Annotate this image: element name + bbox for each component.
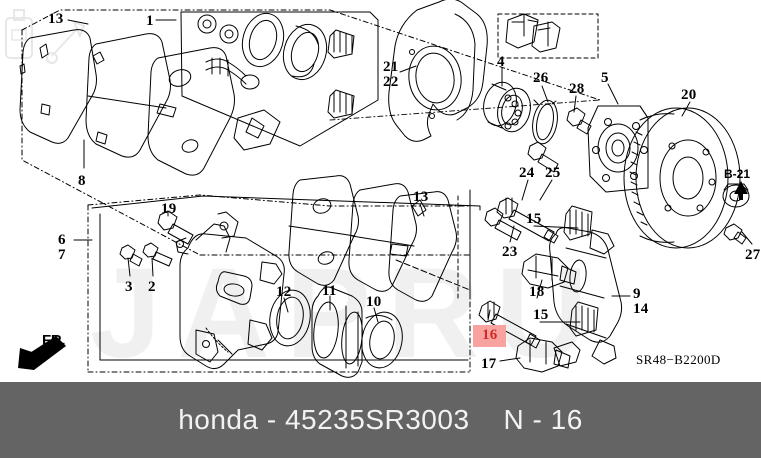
callout-15[interactable]: 15 — [533, 307, 549, 323]
callout-20[interactable]: 20 — [681, 87, 697, 103]
up-arrow-stem — [739, 193, 743, 200]
callout-25[interactable]: 25 — [545, 165, 561, 181]
front-direction-marker: FR. — [8, 330, 86, 372]
callout-number: 28 — [569, 81, 585, 97]
callout-28[interactable]: 28 — [569, 81, 585, 97]
callout-number: 7 — [58, 247, 66, 263]
callout-number: 11 — [322, 283, 337, 299]
callout-18[interactable]: 18 — [529, 284, 545, 300]
footer-part-text: honda - 45235SR3003 — [178, 404, 470, 435]
cross-reference-label: B-21 — [724, 167, 751, 181]
callout-5[interactable]: 5 — [601, 70, 609, 86]
callout-number: 24 — [519, 165, 535, 181]
diagram-linework — [19, 0, 753, 378]
callout-2[interactable]: 2 — [148, 279, 156, 295]
callout-number: 25 — [545, 165, 561, 181]
callout-number: 14 — [633, 301, 649, 317]
callout-13[interactable]: 13 — [413, 189, 429, 205]
callout-19[interactable]: 19 — [161, 201, 177, 217]
callout-number: 1 — [146, 13, 154, 29]
callout-23[interactable]: 23 — [502, 244, 518, 260]
callout-15[interactable]: 15 — [526, 211, 542, 227]
callout-27[interactable]: 27 — [745, 247, 761, 263]
callout-number: 13 — [413, 189, 429, 205]
callout-number: 4 — [497, 54, 505, 70]
callout-16[interactable]: 16 — [473, 325, 507, 348]
callout-number: 9 — [633, 286, 641, 302]
callout-number: 10 — [366, 294, 382, 310]
callout-number: 12 — [276, 284, 292, 300]
callout-number: 19 — [161, 201, 177, 217]
fr-arrow-icon — [18, 336, 66, 370]
callout-13[interactable]: 13 — [48, 11, 64, 27]
callout-17[interactable]: 17 — [481, 356, 497, 372]
callout-10[interactable]: 10 — [366, 294, 382, 310]
up-arrow-icon — [734, 181, 748, 194]
callout-1[interactable]: 1 — [146, 13, 154, 29]
cross-reference-b21[interactable]: B-21 — [724, 165, 751, 200]
callout-24[interactable]: 24 — [519, 165, 535, 181]
callout-number: 15 — [526, 211, 542, 227]
callout-number: 6 — [58, 232, 66, 248]
callout-number: 27 — [745, 247, 761, 263]
fr-label: FR. — [42, 332, 66, 349]
callout-3[interactable]: 3 — [125, 279, 133, 295]
callout-number: 18 — [529, 284, 545, 300]
callout-number: 2 — [148, 279, 156, 295]
footer-bar: honda - 45235SR3003 N - 16 — [0, 382, 761, 458]
drawing-code: SR48−B2200D — [636, 352, 721, 367]
callout-11[interactable]: 11 — [322, 283, 337, 299]
callout-number: 20 — [681, 87, 697, 103]
callout-8[interactable]: 8 — [78, 173, 86, 189]
callout-number: 26 — [533, 70, 549, 86]
callout-number: 15 — [533, 307, 549, 323]
callout-number: 21 — [383, 59, 399, 75]
callout-number: 23 — [502, 244, 518, 260]
callout-number: 22 — [383, 74, 399, 90]
callout-4[interactable]: 4 — [497, 54, 505, 70]
callout-12[interactable]: 12 — [276, 284, 292, 300]
callout-number: 16 — [482, 327, 498, 343]
callout-26[interactable]: 26 — [533, 70, 549, 86]
callout-number: 5 — [601, 70, 609, 86]
callout-number: 17 — [481, 356, 497, 372]
exploded-parts-diagram[interactable]: JAPRU — [0, 0, 761, 382]
callout-number: 13 — [48, 11, 64, 27]
callout-number: 3 — [125, 279, 133, 295]
footer-section-code: N - 16 — [503, 404, 583, 435]
callout-number: 8 — [78, 173, 86, 189]
